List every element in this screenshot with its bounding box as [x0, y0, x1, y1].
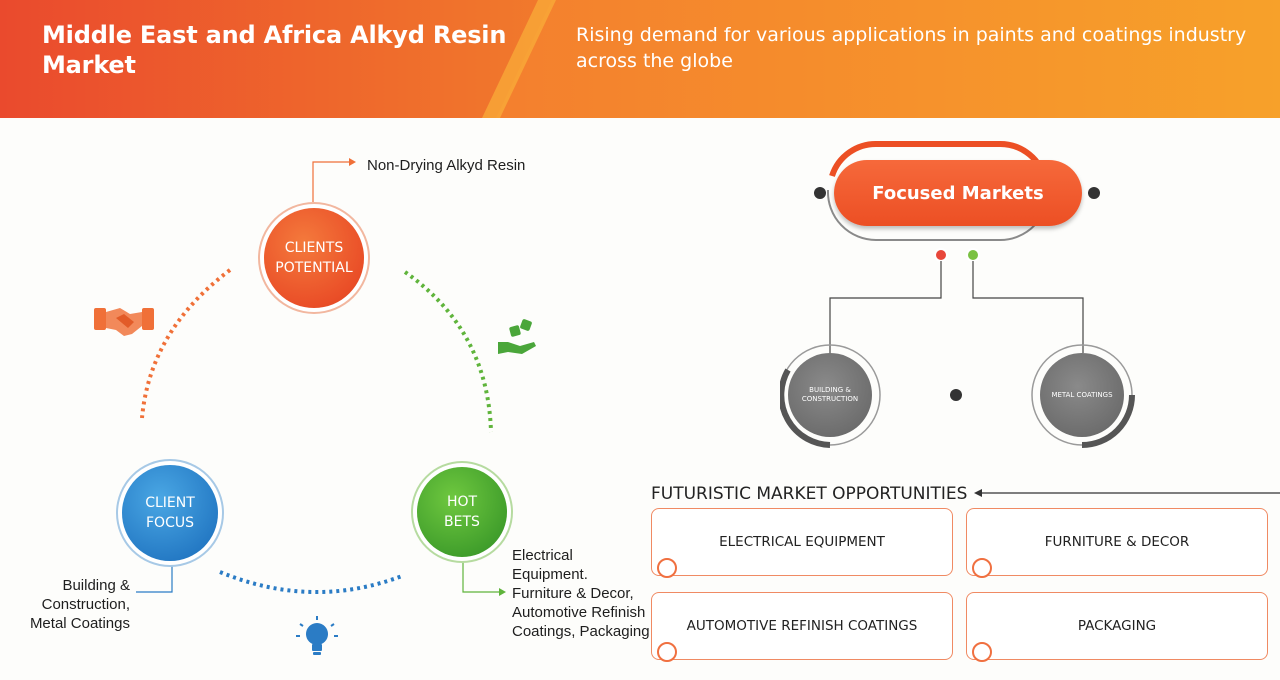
opportunity-card: FURNITURE & DECOR	[966, 508, 1268, 578]
opportunity-label: FURNITURE & DECOR	[1044, 534, 1190, 550]
connector-client-focus	[136, 564, 173, 593]
lightbulb-icon	[296, 616, 338, 655]
dice-hand-icon	[498, 319, 536, 354]
segment-building-construction: BUILDING & CONSTRUCTION	[788, 353, 872, 437]
client-focus-line1: CLIENT	[145, 495, 195, 511]
clients-potential-circle: CLIENTS POTENTIAL	[264, 208, 364, 308]
hot-bets-annotation: Electrical Equipment. Furniture & Decor,…	[512, 547, 650, 640]
header-background	[0, 0, 1280, 118]
dot-red	[934, 248, 948, 262]
arc-orange	[140, 268, 232, 419]
connector-clients-potential	[312, 161, 350, 202]
card-knob	[657, 642, 677, 662]
opportunity-card: AUTOMOTIVE REFINISH COATINGS	[651, 592, 953, 662]
opportunity-label: AUTOMOTIVE REFINISH COATINGS	[686, 618, 918, 634]
card-knob	[657, 558, 677, 578]
arc-green	[403, 270, 493, 433]
arc-blue	[219, 570, 403, 594]
handshake-icon	[94, 308, 154, 336]
opportunity-card: ELECTRICAL EQUIPMENT	[651, 508, 953, 578]
clients-potential-line1: CLIENTS	[284, 240, 344, 256]
hot-bets-line2: BETS	[444, 514, 480, 530]
cycle-arcs	[136, 158, 506, 596]
page-title: Middle East and Africa Alkyd Resin Marke…	[42, 21, 507, 79]
card-knob	[972, 558, 992, 578]
segment-metal-coatings: METAL COATINGS	[1040, 353, 1124, 437]
hot-bets-line1: HOT	[446, 494, 478, 510]
client-focus-annotation: Building & Construction, Metal Coatings	[29, 577, 130, 632]
client-focus-line2: FOCUS	[146, 515, 194, 531]
dot-green	[966, 248, 980, 262]
focused-markets-graphics	[780, 140, 1135, 448]
page-subtitle: Rising demand for various applications i…	[576, 24, 1247, 72]
opportunity-label: PACKAGING	[1077, 618, 1157, 634]
header-banner: Middle East and Africa Alkyd Resin Marke…	[0, 0, 1280, 118]
clients-potential-line2: POTENTIAL	[275, 260, 353, 276]
futuristic-arrow	[974, 489, 1280, 497]
hot-bets-circle: HOT BETS	[417, 467, 507, 557]
client-focus-circle: CLIENT FOCUS	[122, 465, 218, 561]
opportunity-label: ELECTRICAL EQUIPMENT	[719, 534, 885, 550]
futuristic-opportunities-title: FUTURISTIC MARKET OPPORTUNITIES	[651, 484, 968, 504]
card-knob	[972, 642, 992, 662]
opportunity-card: PACKAGING	[966, 592, 1268, 662]
focused-markets-pill: Focused Markets	[834, 160, 1082, 226]
connector-hot-bets	[462, 560, 500, 593]
clients-potential-annotation: Non-Drying Alkyd Resin	[367, 157, 526, 174]
